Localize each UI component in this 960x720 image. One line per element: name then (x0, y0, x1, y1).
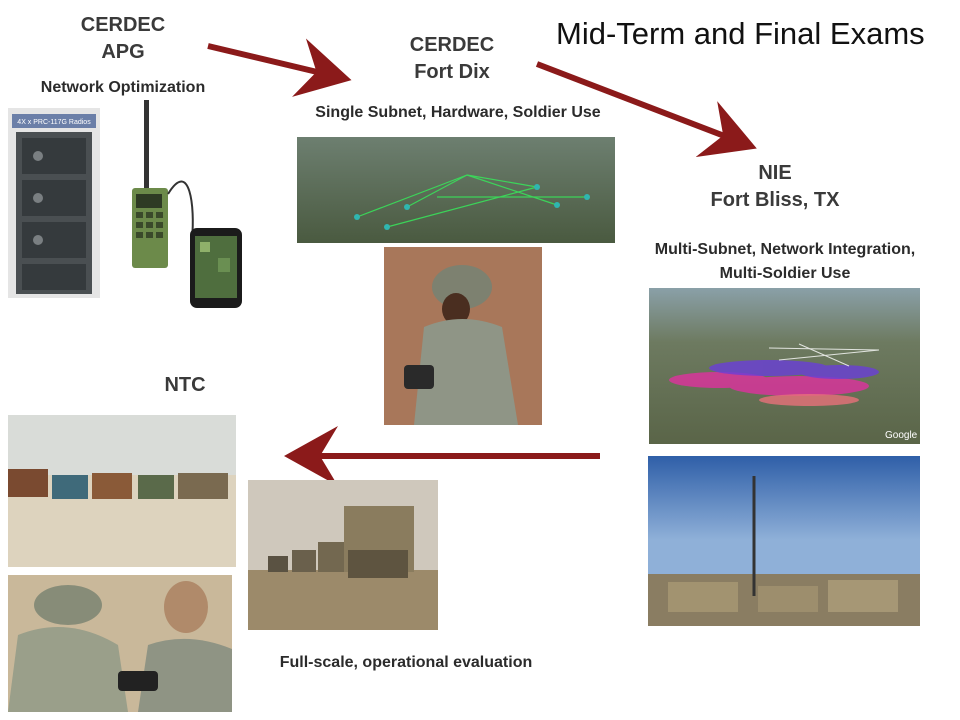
handheld-radio-phone-photo (120, 98, 250, 318)
ntc-soldiers-phone-photo (8, 575, 232, 712)
nie-caption-line2: Multi-Soldier Use (719, 265, 851, 282)
ntc-container-yard-photo (8, 415, 236, 567)
arrow-dix-to-nie (535, 61, 757, 158)
apg-line2: APG (101, 41, 145, 63)
nie-line1: NIE (758, 162, 792, 184)
ntc-location-label: NTC (164, 374, 206, 396)
radio-rack-label: 4X x PRC-117G Radios (17, 119, 91, 126)
soldier-device-photo (384, 247, 542, 425)
arrow-apg-to-dix (207, 38, 352, 97)
slide-title: Mid-Term and Final Exams (556, 16, 925, 51)
dix-line1: CERDEC (409, 34, 495, 56)
dix-caption: Single Subnet, Hardware, Soldier Use (315, 104, 601, 121)
apg-caption: Network Optimization (40, 79, 206, 96)
ntc-convoy-photo (248, 480, 438, 630)
dix-line2: Fort Dix (414, 61, 490, 83)
nie-location-label: NIE Fort Bliss, TX (690, 160, 860, 214)
dix-location-label: CERDEC Fort Dix (382, 32, 522, 86)
dix-network-map-photo (297, 137, 615, 243)
nie-network-map-photo: Google (649, 288, 920, 444)
apg-location-label: CERDEC APG (58, 12, 188, 66)
nie-caption-line1: Multi-Subnet, Network Integration, (654, 241, 916, 258)
google-watermark: Google (885, 430, 918, 441)
nie-line2: Fort Bliss, TX (710, 189, 840, 211)
apg-line1: CERDEC (80, 14, 166, 36)
nie-caption: Multi-Subnet, Network Integration, Multi… (620, 238, 950, 286)
radio-rack-photo: 4X x PRC-117G Radios (8, 108, 100, 298)
nie-antenna-vehicles-photo (648, 456, 920, 626)
ntc-caption: Full-scale, operational evaluation (279, 654, 533, 671)
